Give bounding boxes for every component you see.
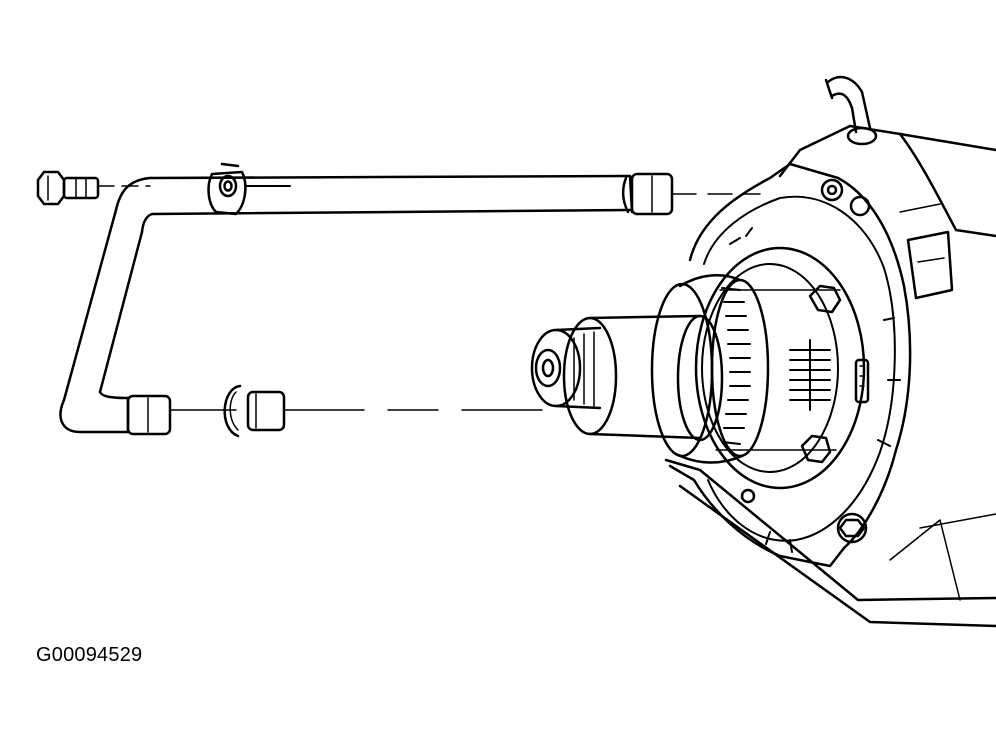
alignment-lines: [97, 185, 761, 411]
tube-bracket-clip: [207, 162, 247, 216]
torque-converter-hub: [530, 274, 770, 464]
pump-gear-ring: [694, 246, 866, 490]
bracket-bolt: [36, 170, 100, 206]
tube-end-fitting-lower: [126, 394, 172, 436]
bell-housing-flange: [668, 162, 912, 568]
cooler-line-tube: [59, 174, 632, 434]
figure-id-label: G00094529: [36, 644, 143, 666]
tube-end-fitting-upper: [622, 172, 674, 216]
transmission-case: [664, 75, 996, 628]
seal-sleeve-fitting: [223, 384, 286, 438]
